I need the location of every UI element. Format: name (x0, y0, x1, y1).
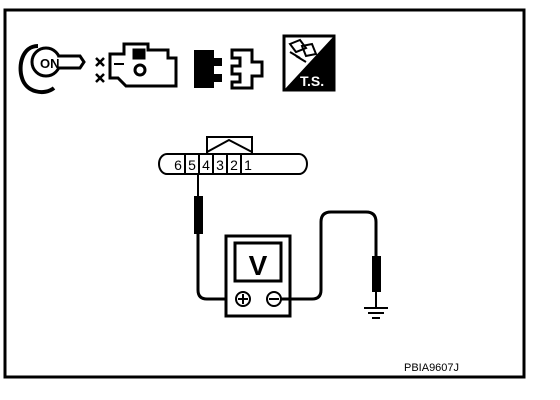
ground-icon (364, 307, 388, 319)
connector-pin-1: 1 (244, 157, 252, 173)
voltmeter: V (224, 234, 292, 318)
ignition-key-icon: ON (18, 44, 86, 95)
positive-probe (194, 174, 232, 301)
connector-pin-5: 5 (188, 157, 196, 173)
negative-probe (281, 210, 381, 308)
connector-pin-2: 2 (230, 157, 238, 173)
troubleshooting-label: T.S. (300, 73, 324, 89)
connector-pin-6: 6 (174, 157, 182, 173)
troubleshooting-icon: T.S. (282, 34, 336, 92)
connector-lock-tab (206, 136, 253, 154)
connector-body (158, 153, 308, 175)
ignition-on-label: ON (40, 56, 60, 71)
figure-code: PBIA9607J (404, 362, 459, 374)
connector-pin-4: 4 (202, 157, 210, 173)
connector-disconnect-icon (194, 48, 264, 90)
engine-stopped-icon (95, 42, 178, 88)
voltmeter-symbol: V (249, 250, 268, 281)
connector-pin-3: 3 (216, 157, 224, 173)
